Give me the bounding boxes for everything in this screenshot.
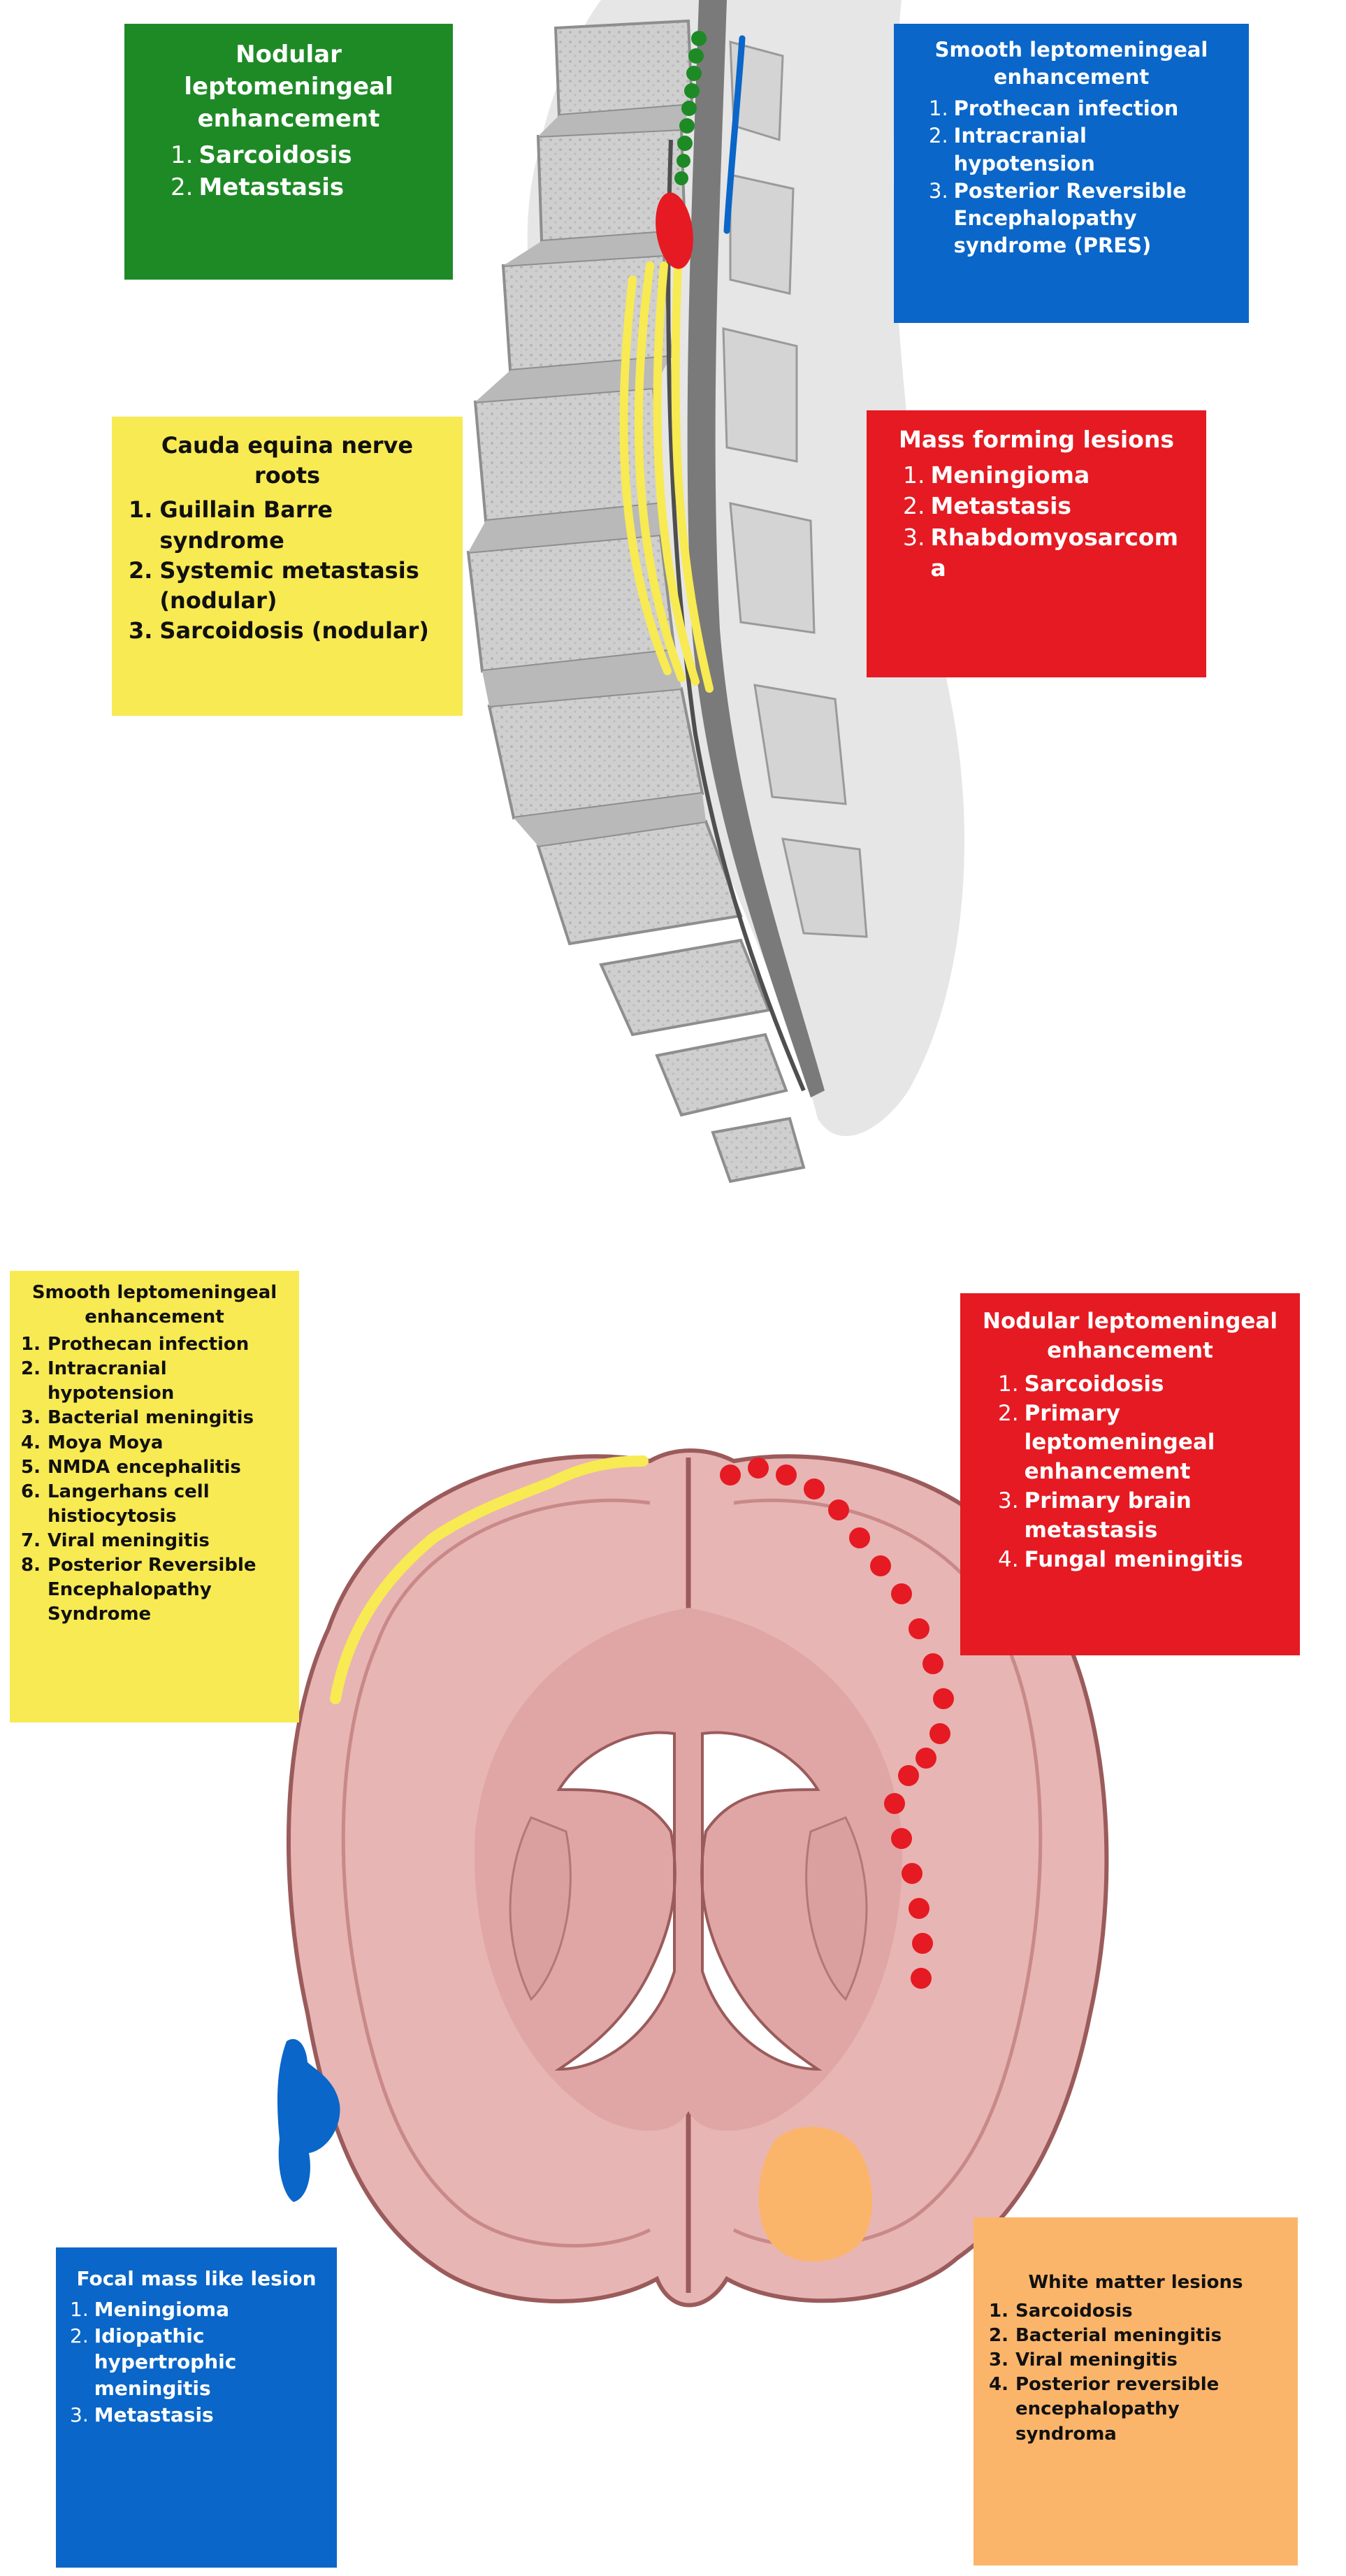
vertebral-bodies <box>466 19 806 1183</box>
spine-nodular-title: Nodular leptomeningeal enhancement <box>184 41 393 133</box>
list-item: 1.Guillain Barre syndrome <box>129 496 333 554</box>
list-item: 2.Primary leptomeningeal enhancement <box>998 1400 1215 1485</box>
list-item: 3.Rhabdomyosarcoma <box>903 523 1178 582</box>
smooth-enhancement-line <box>723 35 746 234</box>
list-item: 7.Viral meningitis <box>21 1530 210 1551</box>
brain-smooth-title: Smooth leptomeningeal enhancement <box>31 1282 277 1328</box>
spine-mass-box: Mass forming lesions 1.Meningioma 2.Meta… <box>867 410 1206 677</box>
list-item: 1.Prothecan infection <box>21 1334 249 1355</box>
list-item: 5.NMDA encephalitis <box>21 1456 241 1478</box>
list-item: 3.Viral meningitis <box>989 2350 1178 2371</box>
list-item: 2.Metastasis <box>171 173 345 201</box>
lateral-ventricles <box>554 1731 823 2071</box>
list-item: 4.Moya Moya <box>21 1432 164 1453</box>
brain-diagram <box>277 1448 1109 2308</box>
list-item: 3.Posterior Reversible Encephalopathy sy… <box>929 178 1187 257</box>
brain-nodular-box: Nodular leptomeningeal enhancement 1.Sar… <box>960 1293 1300 1655</box>
posterior-elements <box>722 41 868 938</box>
spine-mass-title: Mass forming lesions <box>899 426 1174 453</box>
list-item: 1.Meningioma <box>903 461 1090 489</box>
list-item: 3.Primary brain metastasis <box>998 1488 1192 1543</box>
spine-nodular-box: Nodular leptomeningeal enhancement 1.Sar… <box>124 24 453 280</box>
cauda-equina-highlight <box>619 261 714 693</box>
list-item: 4.Posterior reversible encephalopathy sy… <box>989 2374 1220 2445</box>
spine-smooth-title: Smooth leptomeningeal enhancement <box>934 38 1208 89</box>
list-item: 2.Systemic metastasis (nodular) <box>129 556 419 614</box>
brain-focal-title: Focal mass like lesion <box>76 2267 317 2290</box>
list-item: 1.Sarcoidosis <box>171 141 352 169</box>
list-item: 1.Sarcoidosis <box>998 1371 1164 1397</box>
intervertebral-discs <box>468 105 706 846</box>
list-item: 8.Posterior Reversible Encephalopathy Sy… <box>21 1555 256 1625</box>
list-item: 6.Langerhans cell histiocytosis <box>21 1481 210 1527</box>
list-item: 3.Sarcoidosis (nodular) <box>129 617 429 645</box>
white-matter-lesion-highlight <box>758 2127 873 2262</box>
list-item: 3.Metastasis <box>70 2403 214 2426</box>
nodular-enhancement-dots <box>674 31 707 185</box>
brain-nodular-title: Nodular leptomeningeal enhancement <box>983 1309 1278 1363</box>
focal-mass-highlight <box>277 2038 340 2202</box>
spinal-cord <box>687 0 825 1098</box>
spine-diagram <box>466 0 964 1183</box>
thecal-sac <box>666 139 806 1092</box>
list-item: 4.Fungal meningitis <box>998 1546 1243 1572</box>
white-matter <box>475 1608 902 2131</box>
list-item: 1.Meningioma <box>70 2297 229 2321</box>
mass-lesion-highlight <box>656 192 693 269</box>
spine-cauda-title: Cauda equina nerve roots <box>161 432 414 489</box>
spine-smooth-box: Smooth leptomeningeal enhancement 1.Prot… <box>894 24 1249 323</box>
list-item: 1.Prothecan infection <box>929 96 1179 121</box>
smooth-enhancement-highlight <box>330 1455 649 1704</box>
brain-smooth-box: Smooth leptomeningeal enhancement 1.Prot… <box>10 1271 299 1722</box>
brain-white-matter-title: White matter lesions <box>1028 2272 1243 2293</box>
nodular-enhancement-highlight <box>720 1458 954 1989</box>
list-item: 2.Idiopathic hypertrophic meningitis <box>70 2324 237 2401</box>
brain-cortex-band <box>341 1498 1043 2248</box>
list-item: 2.Intracranial hypotension <box>929 124 1095 175</box>
list-item: 3.Bacterial meningitis <box>21 1407 254 1429</box>
list-item: 2.Metastasis <box>903 492 1072 520</box>
basal-ganglia <box>509 1816 868 2001</box>
list-item: 2.Intracranial hypotension <box>21 1358 175 1404</box>
list-item: 1.Sarcoidosis <box>989 2301 1133 2322</box>
list-item: 2.Bacterial meningitis <box>989 2325 1222 2347</box>
brain-white-matter-box: White matter lesions 1.Sarcoidosis 2.Bac… <box>974 2217 1298 2566</box>
brain-focal-box: Focal mass like lesion 1.Meningioma 2.Id… <box>56 2247 337 2568</box>
spine-cauda-box: Cauda equina nerve roots 1.Guillain Barr… <box>112 417 463 716</box>
